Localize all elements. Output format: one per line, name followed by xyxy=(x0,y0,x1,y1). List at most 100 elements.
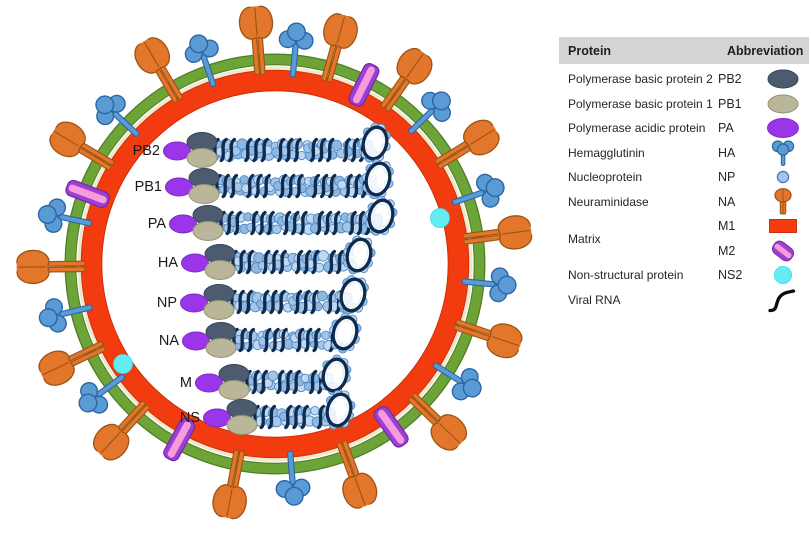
legend-entry: M2 xyxy=(718,239,809,264)
neuraminidase-spike xyxy=(38,341,106,386)
legend-entry: PB2 xyxy=(718,67,809,92)
hemagglutinin-spike xyxy=(184,34,219,88)
segment-label-np: NP xyxy=(157,295,177,311)
legend-entries xyxy=(718,288,809,313)
legend-protein-name: Viral RNA xyxy=(568,292,621,307)
neuraminidase-spike xyxy=(336,440,378,509)
legend-abbreviation: M1 xyxy=(718,219,736,234)
np-bead-icon xyxy=(762,163,804,191)
legend-abbreviation: NS2 xyxy=(718,268,743,283)
legend-section: Polymerase basic protein 2 PB2 xyxy=(559,67,809,92)
legend-protein-name: Neuraminidase xyxy=(568,194,649,209)
hemagglutinin-spike xyxy=(78,373,126,414)
hemagglutinin-spike xyxy=(95,94,140,137)
legend-abbreviation: M2 xyxy=(718,243,736,258)
legend-protein-name: Nucleoprotein xyxy=(568,170,643,185)
legend-section: Non-structural protein NS2 xyxy=(559,263,809,288)
rnp-segment-pa: PA xyxy=(148,195,398,241)
legend-entry: PB1 xyxy=(718,92,809,117)
legend-entries: NP xyxy=(718,165,809,190)
legend-protein-name: Matrix xyxy=(568,231,601,246)
legend-header-protein: Protein xyxy=(568,43,612,58)
legend-abbreviation: NP xyxy=(718,170,736,185)
neuraminidase-spike xyxy=(453,319,523,359)
legend-entry: HA xyxy=(718,139,809,167)
legend-section: Polymerase acidic protein PA xyxy=(559,116,809,141)
legend-abbreviation: PA xyxy=(718,121,734,136)
pa-ellipse-icon xyxy=(762,114,804,142)
na-spike-icon xyxy=(762,187,804,216)
m2-channel-icon xyxy=(762,237,804,265)
neuraminidase-spike xyxy=(212,449,247,520)
legend-section: Polymerase basic protein 1 PB1 xyxy=(559,92,809,117)
legend-entries: HA xyxy=(718,139,809,167)
viral-rna-icon xyxy=(762,286,804,314)
neuraminidase-spike xyxy=(434,119,500,169)
legend-entry: NS2 xyxy=(718,263,809,288)
segment-label-ns: NS xyxy=(180,410,200,426)
ns2-protein-dot xyxy=(113,354,133,374)
m2-channel xyxy=(348,63,380,107)
legend-table: Protein Abbreviation Polymerase basic pr… xyxy=(559,37,809,312)
segment-label-pa: PA xyxy=(148,216,167,232)
neuraminidase-spike xyxy=(462,215,533,250)
surface-spikes xyxy=(16,5,533,520)
neuraminidase-spike xyxy=(380,47,433,112)
legend-protein-name: Polymerase acidic protein xyxy=(568,121,706,136)
hemagglutinin-spike xyxy=(451,173,505,208)
legend-protein-name: Polymerase basic protein 2 xyxy=(568,72,713,87)
hemagglutinin-spike xyxy=(461,267,517,303)
neuraminidase-spike xyxy=(49,121,115,171)
legend-entry xyxy=(718,288,809,313)
segment-label-m: M xyxy=(180,375,192,391)
pb2-ellipse-icon xyxy=(762,65,804,93)
ha-spike-icon xyxy=(762,139,804,167)
rnp-segment-m: M xyxy=(180,354,352,400)
rnp-segment-pb1: PB1 xyxy=(135,159,394,204)
rnp-segment-ha: HA xyxy=(158,235,376,280)
legend-header-row: Protein Abbreviation xyxy=(559,37,809,64)
hemagglutinin-spike xyxy=(432,362,482,401)
m2-ion-channels xyxy=(65,63,409,462)
legend-entries: PB1 xyxy=(718,92,809,117)
pb1-ellipse-icon xyxy=(762,90,804,118)
ns2-dot-icon xyxy=(762,261,804,289)
legend-protein-name: Hemagglutinin xyxy=(568,145,645,160)
legend-section: Viral RNA xyxy=(559,288,809,313)
segment-label-pb2: PB2 xyxy=(133,143,160,159)
legend-protein-name: Non-structural protein xyxy=(568,268,684,283)
legend-section: Neuraminidase NA xyxy=(559,187,809,216)
rnp-segment-pb2: PB2 xyxy=(133,122,391,168)
legend-entries: PA xyxy=(718,116,809,141)
rnp-segment-na: NA xyxy=(159,312,362,358)
rnp-segment-ns: NS xyxy=(180,390,356,435)
legend-entry: NP xyxy=(718,165,809,190)
neuraminidase-spike xyxy=(16,249,86,285)
legend-entries: PB2 xyxy=(718,67,809,92)
legend-section: Nucleoprotein NP xyxy=(559,165,809,190)
hemagglutinin-spike xyxy=(275,450,311,506)
legend-entry: M1 xyxy=(718,214,809,239)
legend-abbreviation: HA xyxy=(718,145,736,160)
rnp-segment-np: NP xyxy=(157,275,369,320)
legend-abbreviation: PB1 xyxy=(718,96,742,111)
m1-matrix-icon xyxy=(762,212,804,240)
segment-label-pb1: PB1 xyxy=(135,179,162,195)
legend-entry: PA xyxy=(718,116,809,141)
hemagglutinin-spike xyxy=(278,22,314,78)
legend-entries: NA xyxy=(718,187,809,216)
m2-channel xyxy=(65,179,110,209)
legend-abbreviation: NA xyxy=(718,194,736,209)
segment-label-ha: HA xyxy=(158,255,178,271)
neuraminidase-spike xyxy=(238,5,274,76)
legend-protein-name: Polymerase basic protein 1 xyxy=(568,96,713,111)
neuraminidase-spike xyxy=(134,37,183,103)
ns2-protein-dot xyxy=(430,208,450,228)
legend-section: Hemagglutinin HA xyxy=(559,139,809,167)
hemagglutinin-spike xyxy=(37,198,93,233)
